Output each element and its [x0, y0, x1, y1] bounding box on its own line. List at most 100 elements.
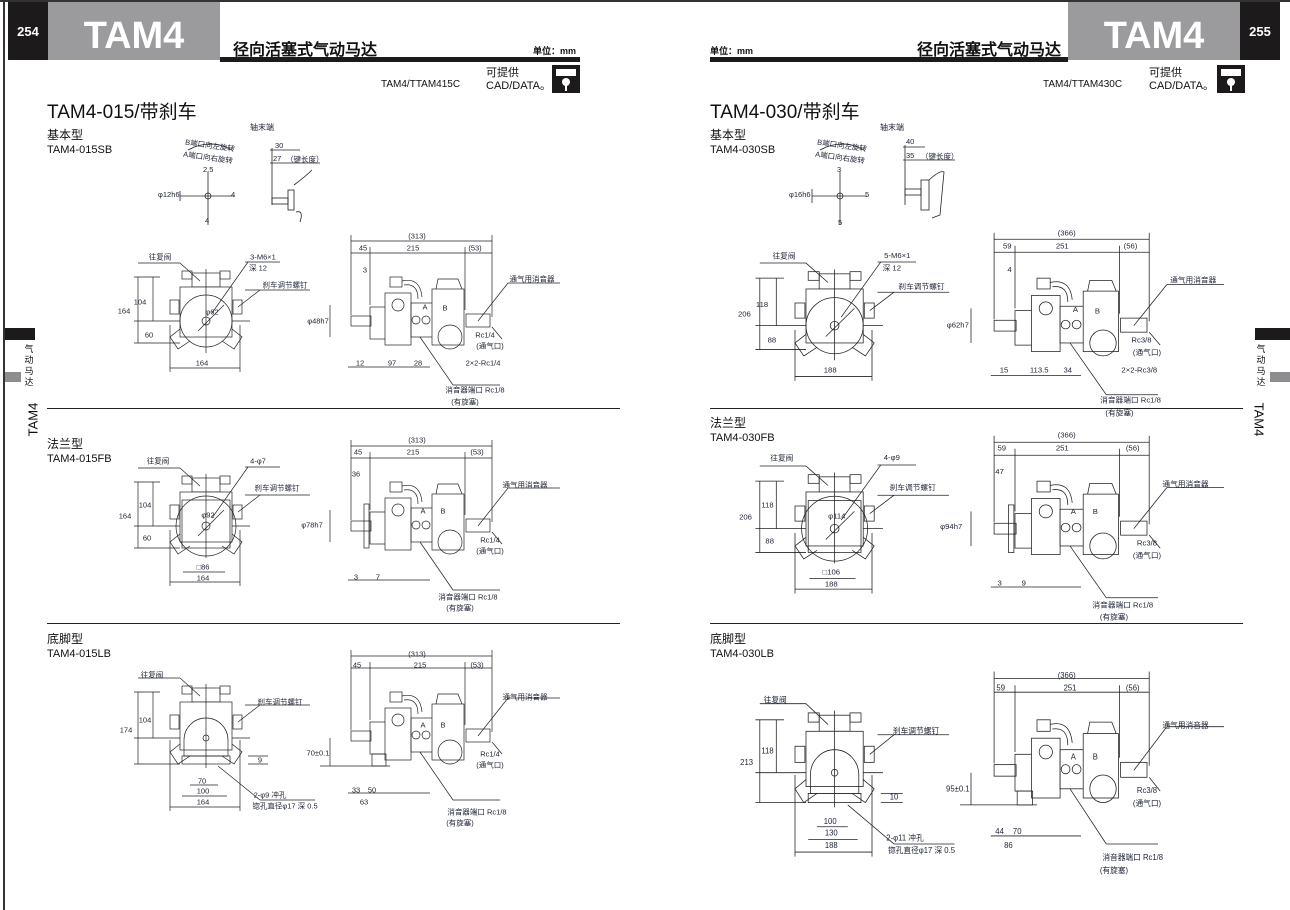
cylinder-bottom	[1089, 774, 1117, 804]
dim-silencer-note: (有旋塞)	[446, 818, 474, 828]
product-heading: TAM4-015/带刹车	[47, 102, 197, 123]
leader-line	[477, 487, 509, 527]
port-plug	[391, 298, 405, 312]
technical-drawing	[134, 440, 560, 591]
technical-drawing	[755, 232, 1225, 396]
dim-silencer-port: 消音器端口 Rc1/8	[438, 592, 498, 602]
side-foot	[1016, 790, 1033, 806]
valve-block	[384, 292, 412, 346]
cylinder-head	[794, 334, 875, 357]
dim-shaft-small: 4	[1007, 266, 1012, 275]
dim-port-b: B	[1094, 307, 1101, 316]
dim-h-lower: 88	[767, 337, 777, 345]
cad-text-1: 可提供	[486, 67, 519, 79]
section-divider	[47, 623, 620, 624]
cylinder-top	[1087, 482, 1117, 495]
dim-foot-h: 10	[889, 793, 899, 803]
side-tab-category: 气动马达	[24, 344, 34, 387]
leader-line	[1069, 545, 1107, 599]
leader-line	[217, 765, 261, 801]
valve-block	[1031, 737, 1061, 799]
section-title: 法兰型	[710, 416, 747, 430]
section-model: TAM4-030LB	[710, 648, 774, 660]
section-divider	[710, 408, 1243, 409]
cad-data-icon[interactable]	[552, 65, 580, 93]
page-number: 254	[8, 2, 48, 60]
section-title: 基本型	[710, 128, 747, 142]
valve-elbow	[389, 691, 403, 703]
leader-line	[419, 336, 454, 386]
valve-elbow	[1036, 480, 1051, 493]
leader-line	[491, 531, 503, 545]
dim-d-mid: 215	[406, 243, 420, 253]
technical-drawing	[755, 435, 1225, 599]
cylinder-bottom	[437, 324, 463, 350]
brake-screw	[863, 745, 875, 763]
leader-line	[491, 326, 503, 340]
dim-h-total: 206	[739, 514, 752, 522]
dim-holes: 4-φ9	[883, 454, 900, 463]
brake-screw	[232, 714, 243, 730]
dim-d-left: 45	[352, 660, 362, 670]
section-model: TAM4-030FB	[710, 432, 775, 444]
dim-b1: 3	[353, 572, 359, 582]
section-title: 底脚型	[710, 632, 747, 646]
valve-elbow	[389, 276, 403, 288]
cylinder-housing	[1082, 493, 1119, 555]
dim-d-right: (53)	[470, 447, 484, 457]
leader-line	[1069, 342, 1107, 396]
port-b	[1060, 319, 1071, 330]
dim-h-lower: 60	[142, 533, 152, 543]
key-length: 35	[906, 151, 915, 160]
port-a	[1071, 764, 1082, 775]
section-model: TAM4-015FB	[47, 453, 112, 465]
cylinder-housing	[431, 703, 465, 761]
valve-fitting	[219, 685, 231, 695]
cylinder-top	[1087, 721, 1117, 734]
output-shaft	[993, 319, 1017, 332]
port-b	[1060, 522, 1071, 533]
series-banner: TAM4	[48, 2, 220, 60]
brake-housing	[1014, 310, 1033, 346]
dim-width: 188	[824, 842, 838, 851]
dim-shaft-dia: φ48h7	[307, 316, 329, 326]
vent-muffler	[1120, 761, 1148, 778]
dim-overall: (313)	[408, 231, 426, 241]
dim-b1: 15	[999, 367, 1009, 375]
dim-overall: (313)	[408, 435, 426, 445]
cad-model: TAM4/TTAM430C	[1043, 79, 1123, 90]
section-model: TAM4-015LB	[47, 648, 111, 660]
cylinder-head	[794, 779, 875, 804]
side-tab-gray	[1270, 372, 1290, 382]
shaft-diameter: φ16h6	[789, 190, 811, 199]
leader-line	[1148, 777, 1161, 792]
brake-screw	[794, 745, 806, 763]
output-shaft	[350, 730, 372, 742]
dim-h-total: 164	[118, 511, 132, 521]
dim-valve: 往复阀	[772, 253, 796, 261]
leader-line	[477, 282, 509, 322]
port-a	[1071, 522, 1082, 533]
dim-silencer-port: 消音器端口 Rc1/8	[1092, 602, 1154, 610]
brake-housing	[369, 511, 387, 545]
dim-brake: 刹车调节螺钉	[892, 727, 940, 736]
dim-silencer-note: (有旋塞)	[1099, 614, 1129, 622]
dim-square: □86	[196, 562, 210, 572]
vent-muffler	[465, 728, 491, 743]
technical-drawing	[134, 235, 560, 386]
shaft-length: 30	[275, 141, 284, 150]
air-pipe	[1050, 723, 1073, 746]
dim-d-left: 59	[1003, 243, 1012, 251]
cylinder-bottom	[437, 739, 463, 765]
dim-flange-len: 36	[351, 469, 361, 479]
key-length-note: （键长度）	[921, 152, 959, 161]
dim-ports: 2×2-Rc3/8	[1121, 367, 1158, 375]
cad-data-icon[interactable]	[1217, 65, 1245, 93]
technical-drawing	[134, 650, 560, 811]
dim-brake: 刹车调节螺钉	[257, 697, 303, 707]
cylinder-housing	[431, 288, 465, 346]
dim-b3: 28	[413, 358, 423, 368]
cylinder-head	[169, 743, 243, 765]
